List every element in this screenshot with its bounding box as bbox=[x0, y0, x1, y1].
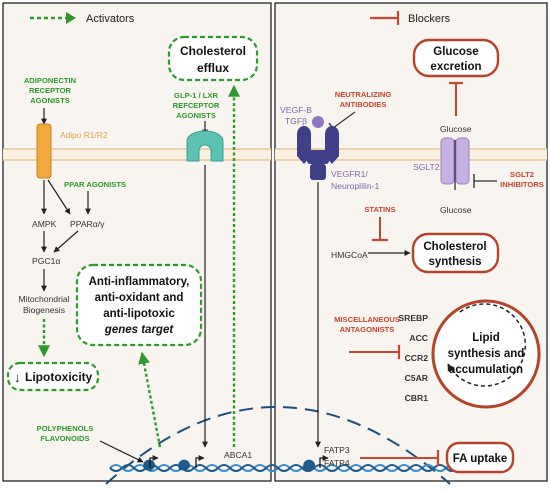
target-acc: ACC bbox=[409, 333, 428, 343]
svg-text:ANTAGONISTS: ANTAGONISTS bbox=[340, 325, 395, 334]
svg-text:Cholesterol: Cholesterol bbox=[180, 44, 246, 58]
svg-text:ADIPONECTIN: ADIPONECTIN bbox=[24, 76, 76, 85]
cholesterol-synthesis-label: Cholesterol synthesis bbox=[423, 241, 486, 268]
svg-text:RECEPTOR: RECEPTOR bbox=[29, 86, 72, 95]
genes-target-label: genes target bbox=[104, 324, 175, 336]
svg-text:VEGFR1/: VEGFR1/ bbox=[331, 169, 368, 179]
vegfr1-label: VEGFR1/ Neuroplilin-1 bbox=[331, 169, 379, 191]
sglt2-label: SGLT2 bbox=[413, 162, 440, 172]
sglt2-transporter-icon bbox=[440, 137, 470, 185]
anti-inflammatory-label: Anti-inflammatory, anti-oxidant and anti… bbox=[89, 276, 190, 320]
activators-legend-arrow-icon bbox=[66, 12, 76, 24]
anti-inflammatory-box bbox=[75, 263, 203, 347]
fa-uptake-box bbox=[445, 441, 515, 474]
activators-legend-label: Activators bbox=[86, 13, 135, 25]
cholesterol-efflux-label: Cholesterol efflux bbox=[180, 44, 246, 75]
svg-text:Lipid: Lipid bbox=[472, 332, 499, 344]
arrow-to-ppar bbox=[47, 179, 71, 215]
svg-text:AGONISTS: AGONISTS bbox=[30, 96, 70, 105]
adiponectin-label: ADIPONECTIN RECEPTOR AGONISTS bbox=[24, 76, 76, 105]
cholesterol-synthesis-box bbox=[411, 232, 500, 274]
lipotoxicity-label: Lipotoxicity bbox=[25, 370, 93, 384]
svg-text:accumulation: accumulation bbox=[449, 364, 523, 376]
target-c5ar: C5AR bbox=[405, 373, 429, 383]
arrow-ppar-pgc bbox=[53, 230, 79, 253]
right-panel bbox=[274, 2, 548, 482]
svg-text:Anti-inflammatory,: Anti-inflammatory, bbox=[89, 276, 190, 288]
vegfr1-receptor-icon bbox=[297, 126, 339, 180]
svg-text:FATP4: FATP4 bbox=[324, 458, 350, 468]
antibody-block-line bbox=[332, 111, 356, 129]
fatp-label: FATP3 FATP4 bbox=[324, 445, 350, 468]
sglt2-inhibitors-label: SGLT2 INHIBITORS bbox=[500, 170, 544, 189]
cholesterol-efflux-box bbox=[167, 35, 259, 82]
decrease-arrow-icon: ↓ bbox=[14, 370, 21, 385]
neutralizing-antibodies-label: NEUTRALIZING ANTIBODIES bbox=[335, 90, 392, 109]
ppar-label: PPARα/γ bbox=[70, 219, 105, 229]
svg-text:VEGF-B: VEGF-B bbox=[280, 105, 312, 115]
svg-text:Cholesterol: Cholesterol bbox=[423, 241, 486, 253]
svg-text:efflux: efflux bbox=[197, 61, 229, 75]
vegfb-ligand-icon bbox=[312, 116, 324, 128]
adipo-r-label: Adipo R1/R2 bbox=[60, 130, 108, 140]
polyphenols-label: POLYPHENOLS FLAVONOIDS bbox=[37, 424, 94, 443]
glp1-receptor-icon bbox=[186, 130, 224, 162]
dna-strand bbox=[109, 464, 471, 472]
fa-uptake-label: FA uptake bbox=[453, 453, 508, 465]
hmgcoa-label: HMGCoA bbox=[331, 250, 368, 260]
svg-text:anti-lipotoxic: anti-lipotoxic bbox=[103, 308, 175, 320]
misc-antagonists-label: MISCELLANEOUS ANTAGONISTS bbox=[334, 315, 400, 334]
svg-text:Neuroplilin-1: Neuroplilin-1 bbox=[331, 181, 379, 191]
lipid-targets-list: SREBP ACC CCR2 C5AR CBR1 bbox=[398, 313, 428, 403]
vegfb-tgfb-label: VEGF-B TGFβ bbox=[280, 105, 312, 126]
svg-text:Mitochondrial: Mitochondrial bbox=[18, 294, 69, 304]
svg-text:synthesis and: synthesis and bbox=[448, 348, 525, 360]
svg-text:SGLT2: SGLT2 bbox=[510, 170, 534, 179]
lipotoxicity-box bbox=[6, 361, 100, 392]
glucose-bottom-label: Glucose bbox=[440, 205, 472, 215]
svg-text:AGONISTS: AGONISTS bbox=[176, 111, 216, 120]
adipo-receptor-icon bbox=[36, 123, 52, 179]
svg-text:MISCELLANEOUS: MISCELLANEOUS bbox=[334, 315, 400, 324]
svg-text:POLYPHENOLS: POLYPHENOLS bbox=[37, 424, 94, 433]
svg-text:anti-oxidant and: anti-oxidant and bbox=[95, 292, 184, 304]
svg-text:excretion: excretion bbox=[430, 61, 481, 73]
target-srebp: SREBP bbox=[398, 313, 428, 323]
svg-text:Biogenesis: Biogenesis bbox=[23, 305, 65, 315]
left-panel bbox=[2, 2, 272, 482]
target-ccr2: CCR2 bbox=[405, 353, 429, 363]
genes-to-anti-inflammatory-arrow bbox=[138, 351, 162, 448]
target-cbr1: CBR1 bbox=[405, 393, 429, 403]
svg-text:NEUTRALIZING: NEUTRALIZING bbox=[335, 90, 392, 99]
svg-text:REFCEPTOR: REFCEPTOR bbox=[173, 101, 220, 110]
glucose-top-label: Glucose bbox=[440, 124, 472, 134]
svg-text:GLP-1 / LXR: GLP-1 / LXR bbox=[174, 91, 218, 100]
glucose-excretion-label: Glucose excretion bbox=[430, 46, 481, 73]
blockers-legend-label: Blockers bbox=[408, 13, 451, 25]
ppar-agonists-label: PPAR AGONISTS bbox=[64, 180, 126, 189]
ampk-label: AMPK bbox=[32, 219, 57, 229]
svg-text:ANTIBODIES: ANTIBODIES bbox=[340, 100, 387, 109]
abca1-label: ABCA1 bbox=[224, 450, 252, 460]
svg-text:FATP3: FATP3 bbox=[324, 445, 350, 455]
statins-label: STATINS bbox=[364, 205, 395, 214]
glp1-lxr-label: GLP-1 / LXR REFCEPTOR AGONISTS bbox=[173, 91, 220, 120]
mitochondrial-biogenesis-label: Mitochondrial Biogenesis bbox=[18, 294, 69, 315]
lipid-cycle-arrow-icon bbox=[447, 303, 527, 387]
lipid-synthesis-circle bbox=[431, 299, 541, 409]
glucose-excretion-box bbox=[412, 38, 500, 78]
transcription-factor-icon bbox=[143, 459, 316, 471]
svg-text:INHIBITORS: INHIBITORS bbox=[500, 180, 544, 189]
pgc1a-label: PGC1α bbox=[32, 256, 60, 266]
svg-text:TGFβ: TGFβ bbox=[285, 116, 307, 126]
gene-start-arrow-icon bbox=[149, 455, 329, 468]
lipid-synthesis-label: Lipid synthesis and accumulation bbox=[448, 332, 525, 376]
svg-text:Glucose: Glucose bbox=[433, 46, 478, 58]
svg-text:FLAVONOIDS: FLAVONOIDS bbox=[40, 434, 89, 443]
polyphenols-arrow bbox=[99, 440, 144, 463]
svg-text:synthesis: synthesis bbox=[428, 256, 481, 268]
